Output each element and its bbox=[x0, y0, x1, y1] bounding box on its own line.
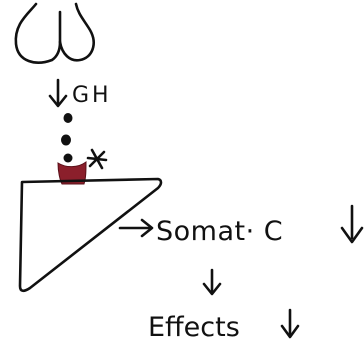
somatomedin-label: Somat· C bbox=[156, 216, 283, 247]
receptor-cup-icon bbox=[57, 161, 87, 185]
liver-outline-icon bbox=[18, 177, 163, 293]
somatomedin-decrease-arrow-icon bbox=[340, 204, 364, 244]
star-icon bbox=[86, 148, 108, 170]
pituitary-gland-icon bbox=[14, 2, 95, 64]
gh-molecules bbox=[61, 113, 73, 163]
gh-molecule bbox=[63, 113, 73, 123]
gh-label: GH bbox=[72, 83, 112, 108]
flow-down-arrow-icon bbox=[202, 268, 222, 296]
gh-molecule bbox=[63, 153, 73, 163]
gh-molecule bbox=[61, 134, 71, 146]
effects-label: Effects bbox=[148, 312, 240, 343]
flow-right-arrow-icon bbox=[118, 218, 154, 238]
effects-decrease-arrow-icon bbox=[280, 308, 300, 339]
gh-decrease-arrow-icon bbox=[48, 78, 68, 108]
